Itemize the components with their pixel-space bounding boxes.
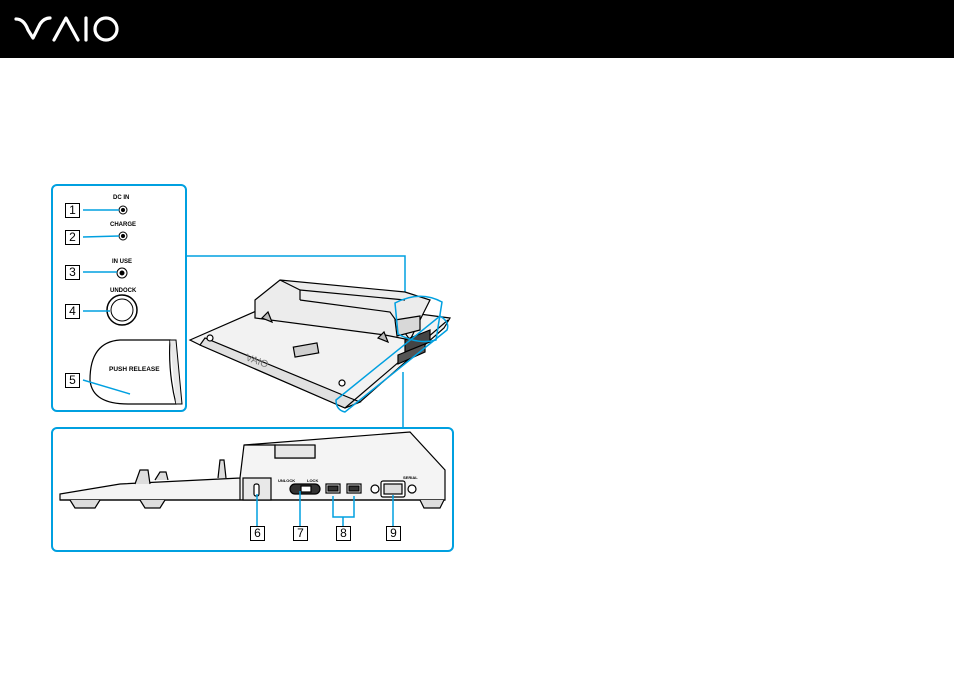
undock-button-drawing	[107, 295, 137, 325]
callout-1: 1	[65, 203, 80, 218]
callout-9: 9	[386, 526, 401, 541]
label-dc-in: DC IN	[113, 195, 129, 201]
callout-5: 5	[65, 373, 80, 388]
led-dc-in	[119, 206, 127, 214]
callout-2: 2	[65, 230, 80, 245]
callout-6: 6	[250, 526, 265, 541]
callout-3: 3	[65, 265, 80, 280]
label-push-release: PUSH RELEASE	[109, 366, 160, 373]
callout-8: 8	[336, 526, 351, 541]
callout-7: 7	[293, 526, 308, 541]
label-charge: CHARGE	[110, 222, 136, 228]
label-in-use: IN USE	[112, 259, 132, 265]
label-undock: UNDOCK	[110, 288, 136, 294]
label-serial: SERIAL	[403, 475, 418, 480]
callout-4: 4	[65, 304, 80, 319]
label-unlock: UNLOCK	[278, 478, 295, 483]
led-charge	[119, 232, 127, 240]
docking-station-iso: VAIO	[190, 280, 450, 408]
led-in-use	[117, 268, 127, 278]
docking-station-side	[60, 432, 445, 508]
label-lock: LOCK	[307, 478, 318, 483]
